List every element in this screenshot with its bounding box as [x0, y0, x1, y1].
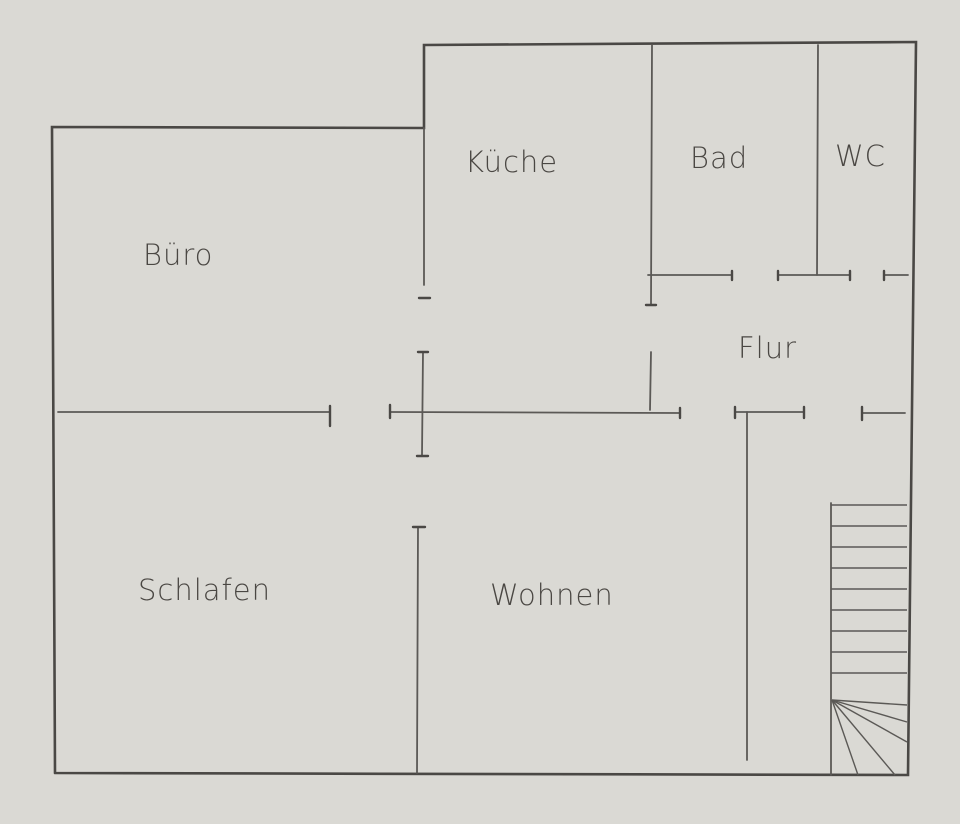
room-label-bad: Bad: [690, 141, 748, 175]
stair-winder: [831, 699, 908, 723]
room-label-kueche: Küche: [465, 145, 558, 179]
wall-schlafen-wohnen: [416, 526, 419, 774]
stair-winder: [831, 699, 908, 706]
outer-walls: [50, 40, 918, 777]
room-label-schlafen: Schlafen: [138, 573, 271, 607]
staircase: [830, 502, 908, 776]
stair-winder: [831, 699, 859, 776]
stair-winder: [831, 699, 896, 776]
door-marks: [328, 269, 886, 529]
outer-wall: [50, 40, 918, 777]
inner-walls: [57, 44, 909, 774]
room-label-flur: Flur: [738, 331, 797, 365]
room-labels: Büro Küche Bad WC Flur Schlafen Wohnen: [138, 139, 886, 612]
room-label-wc: WC: [835, 139, 886, 173]
room-label-wohnen: Wohnen: [490, 578, 614, 612]
room-label-buero: Büro: [143, 238, 213, 272]
stair-winder: [831, 699, 908, 743]
wall-kueche-flur-bottom: [649, 351, 652, 411]
wall-center-vertical: [421, 351, 424, 456]
wall-kueche-wohnen: [389, 411, 681, 414]
wall-bad-wc: [816, 44, 819, 276]
wall-kueche-flur-top: [650, 44, 653, 306]
